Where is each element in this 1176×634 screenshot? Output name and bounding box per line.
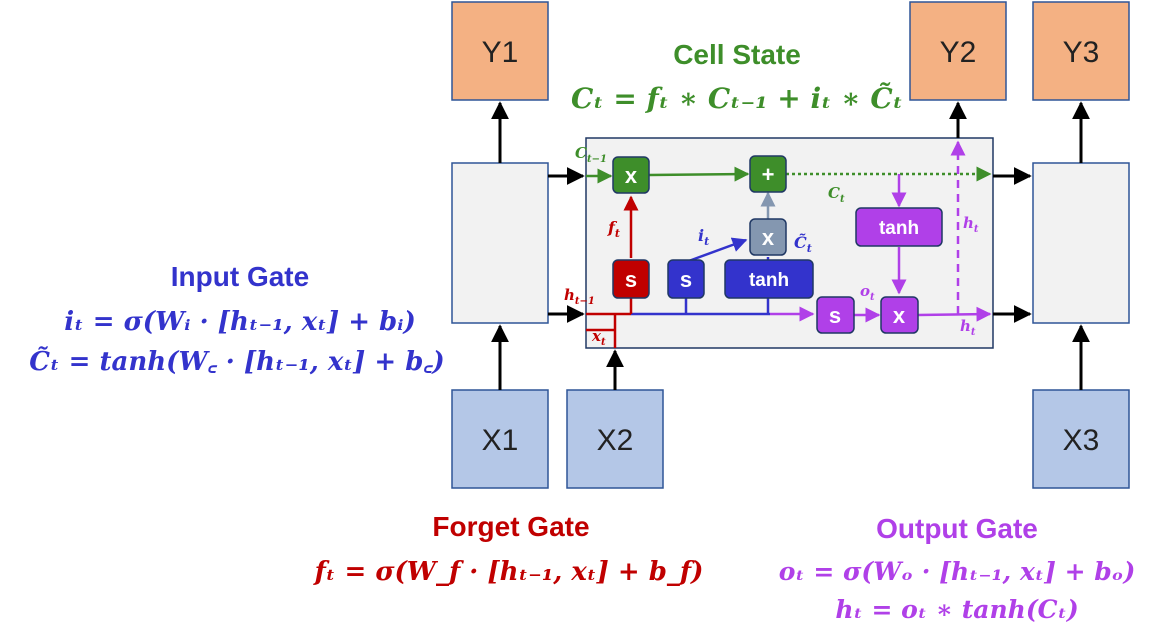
- forget-sigma-node: [612, 259, 650, 299]
- structural-arrows: [491, 101, 1090, 390]
- input-gate-arrow: [685, 237, 748, 264]
- add-label: +: [762, 162, 775, 187]
- input-gate-formula-1: iₜ = σ(Wᵢ · [hₜ₋₁, xₜ] + bᵢ): [64, 307, 416, 337]
- wire-label-c-prev: Ct−1: [575, 144, 607, 165]
- output-sigma-node: [816, 296, 855, 334]
- output-gate-formula-2: hₜ = oₜ ∗ tanh(Cₜ): [835, 595, 1078, 624]
- cell-state-title: Cell State: [673, 39, 801, 70]
- output-box-y1: [451, 1, 549, 101]
- output-label-y1: Y1: [482, 36, 519, 69]
- wire-label-h-prev: ht−1: [564, 286, 595, 307]
- output-label-y3: Y3: [1063, 36, 1100, 69]
- add-node: [749, 155, 787, 193]
- output-box-y3: [1032, 1, 1130, 101]
- h-t-out-arrow: [917, 306, 992, 322]
- input-sigma-label: s: [680, 267, 692, 292]
- output-gate-title: Output Gate: [876, 513, 1038, 544]
- tanh-candidate-node: [724, 259, 814, 299]
- output-multiply-node: [880, 296, 919, 334]
- tanh-candidate-label: tanh: [749, 270, 789, 291]
- output-box-y2: [909, 1, 1007, 101]
- output-gate-formula-1: oₜ = σ(Wₒ · [hₜ₋₁, xₜ] + bₒ): [779, 557, 1136, 586]
- forget-multiply-label: x: [625, 163, 638, 188]
- output-sigma-label: s: [829, 303, 841, 328]
- wire-label-o-t: ot: [860, 282, 875, 303]
- wire-label-c-tilde: C̃t: [794, 233, 812, 255]
- input-box-x2: [566, 389, 664, 489]
- wire-label-h-t-up: ht: [963, 214, 979, 235]
- cell-state-path: [586, 166, 992, 184]
- input-multiply-node: [749, 218, 787, 256]
- input-gate-formula-2: C̃ₜ = tanh(W꜀ · [hₜ₋₁, xₜ] + b꜀): [29, 346, 444, 377]
- input-label-x1: X1: [482, 424, 519, 457]
- input-box-x3: [1032, 389, 1130, 489]
- input-gate-title: Input Gate: [171, 261, 309, 292]
- wire-label-x-t: xt: [591, 327, 606, 348]
- hidden-box-3: [1032, 162, 1130, 324]
- wire-label-c-t: Ct: [828, 184, 845, 205]
- input-multiply-label: x: [762, 225, 775, 250]
- output-multiply-label: x: [893, 303, 906, 328]
- forget-multiply-node: [612, 156, 650, 194]
- forget-sigma-label: s: [625, 267, 637, 292]
- input-label-x3: X3: [1063, 424, 1100, 457]
- input-label-x2: X2: [597, 424, 634, 457]
- input-box-x1: [451, 389, 549, 489]
- forget-gate-title: Forget Gate: [432, 511, 589, 542]
- output-label-y2: Y2: [940, 36, 977, 69]
- wire-label-i-t: it: [698, 226, 709, 248]
- tanh-cell-label: tanh: [879, 218, 919, 239]
- wire-label-h-t-out: ht: [960, 317, 976, 338]
- tanh-cell-node: [855, 207, 943, 247]
- input-sigma-node: [667, 259, 705, 299]
- forget-gate-formula: fₜ = σ(W_f · [hₜ₋₁, xₜ] + b_f): [313, 557, 704, 587]
- wire-label-f-t: ft: [607, 218, 620, 240]
- cell-state-formula: Cₜ = fₜ ∗ Cₜ₋₁ + iₜ ∗ C̃ₜ: [571, 82, 903, 115]
- hidden-box-1: [451, 162, 549, 324]
